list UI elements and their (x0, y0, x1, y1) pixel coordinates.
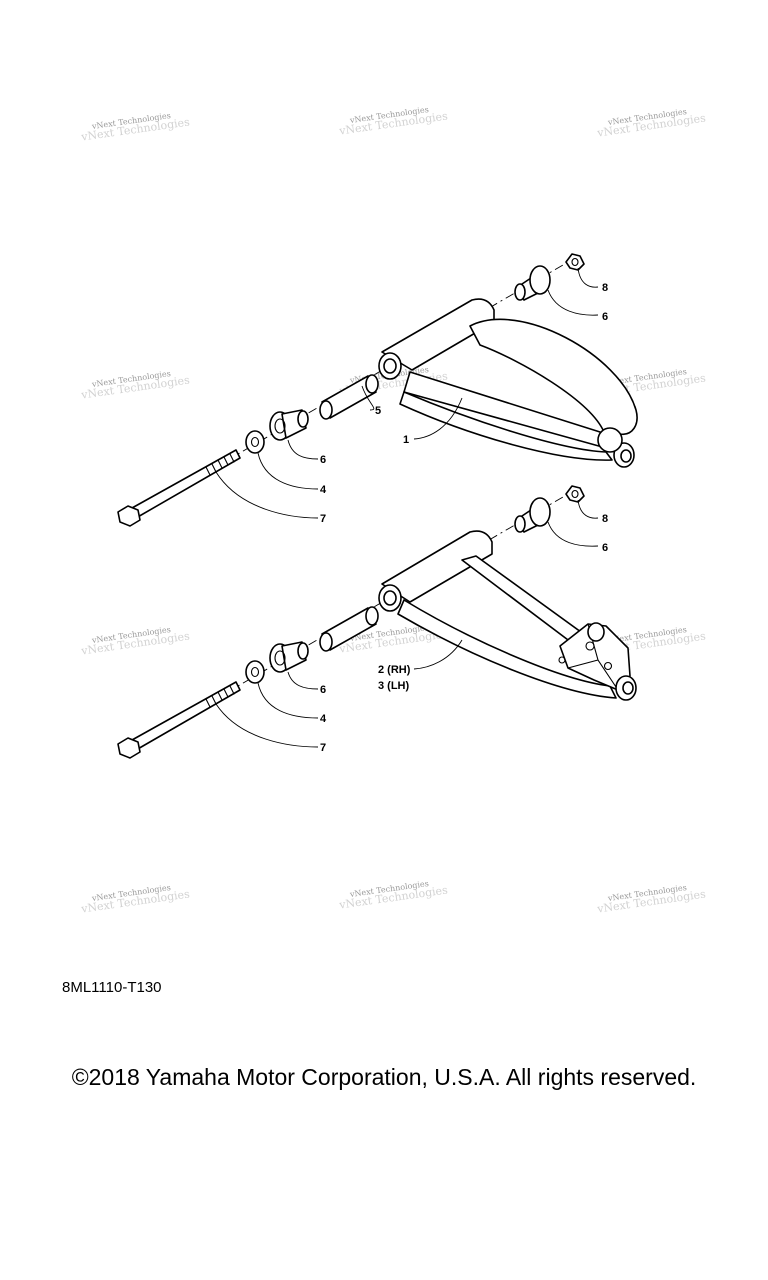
watermark: vNext Technologies vNext Technologies (79, 625, 190, 658)
upper-a-arm-assembly: 8 6 5 1 6 4 7 (117, 253, 638, 527)
leader-line (547, 289, 599, 316)
copyright-notice: ©2018 Yamaha Motor Corporation, U.S.A. A… (71, 1064, 697, 1090)
sleeve (319, 606, 379, 652)
callout-number: 1 (403, 434, 409, 446)
watermark: vNext Technologies vNext Technologies (79, 111, 190, 144)
watermark: vNext Technologies vNext Technologies (337, 105, 448, 138)
part-6-bushing (514, 497, 551, 533)
callout-number: 4 (320, 484, 327, 496)
watermark: vNext Technologies vNext Technologies (595, 107, 706, 140)
leader-line (577, 499, 599, 519)
watermark: vNext Technologies vNext Technologies (595, 883, 706, 916)
callout-number: 2 (RH) (378, 664, 411, 676)
leader-line (287, 439, 319, 460)
part-4-washer (245, 660, 265, 684)
part-5-sleeve (319, 374, 379, 420)
callout-number: 8 (602, 282, 608, 294)
diagram-code: 8ML1110-T130 (62, 979, 162, 996)
lower-a-arm (378, 530, 637, 701)
part-4-washer (245, 430, 265, 454)
leader-line (257, 452, 319, 490)
part-6-bushing (269, 641, 309, 673)
leader-line (361, 385, 375, 411)
callout-number: 6 (320, 454, 326, 466)
leader-line (577, 267, 599, 288)
callout-number: 3 (LH) (378, 680, 410, 692)
callout-number: 5 (375, 405, 381, 417)
part-6-bushing (514, 265, 551, 301)
part-8-nut (565, 485, 585, 503)
callout-number: 7 (320, 513, 326, 525)
part-7-bolt (117, 449, 241, 527)
lower-a-arm-assembly: 8 6 2 (RH) 3 (LH) 6 4 7 (117, 485, 637, 759)
watermark: vNext Technologies vNext Technologies (79, 369, 190, 402)
leader-line (547, 521, 599, 547)
leader-line (215, 703, 319, 748)
callout-number: 6 (602, 311, 608, 323)
leader-line (287, 671, 319, 690)
callout-number: 6 (602, 542, 608, 554)
upper-a-arm (378, 298, 638, 468)
leader-line (413, 639, 463, 670)
callout-number: 6 (320, 684, 326, 696)
watermark-layer: vNext Technologies vNext Technologies vN… (79, 105, 706, 916)
part-8-nut (565, 253, 585, 271)
part-7-bolt (117, 681, 241, 759)
callout-number: 7 (320, 742, 326, 754)
leader-line (215, 471, 319, 519)
part-6-bushing (269, 409, 309, 441)
callout-number: 4 (320, 713, 327, 725)
callout-number: 8 (602, 513, 608, 525)
watermark: vNext Technologies vNext Technologies (79, 883, 190, 916)
leader-line (413, 397, 463, 440)
leader-line (257, 682, 319, 719)
watermark: vNext Technologies vNext Technologies (337, 879, 448, 912)
